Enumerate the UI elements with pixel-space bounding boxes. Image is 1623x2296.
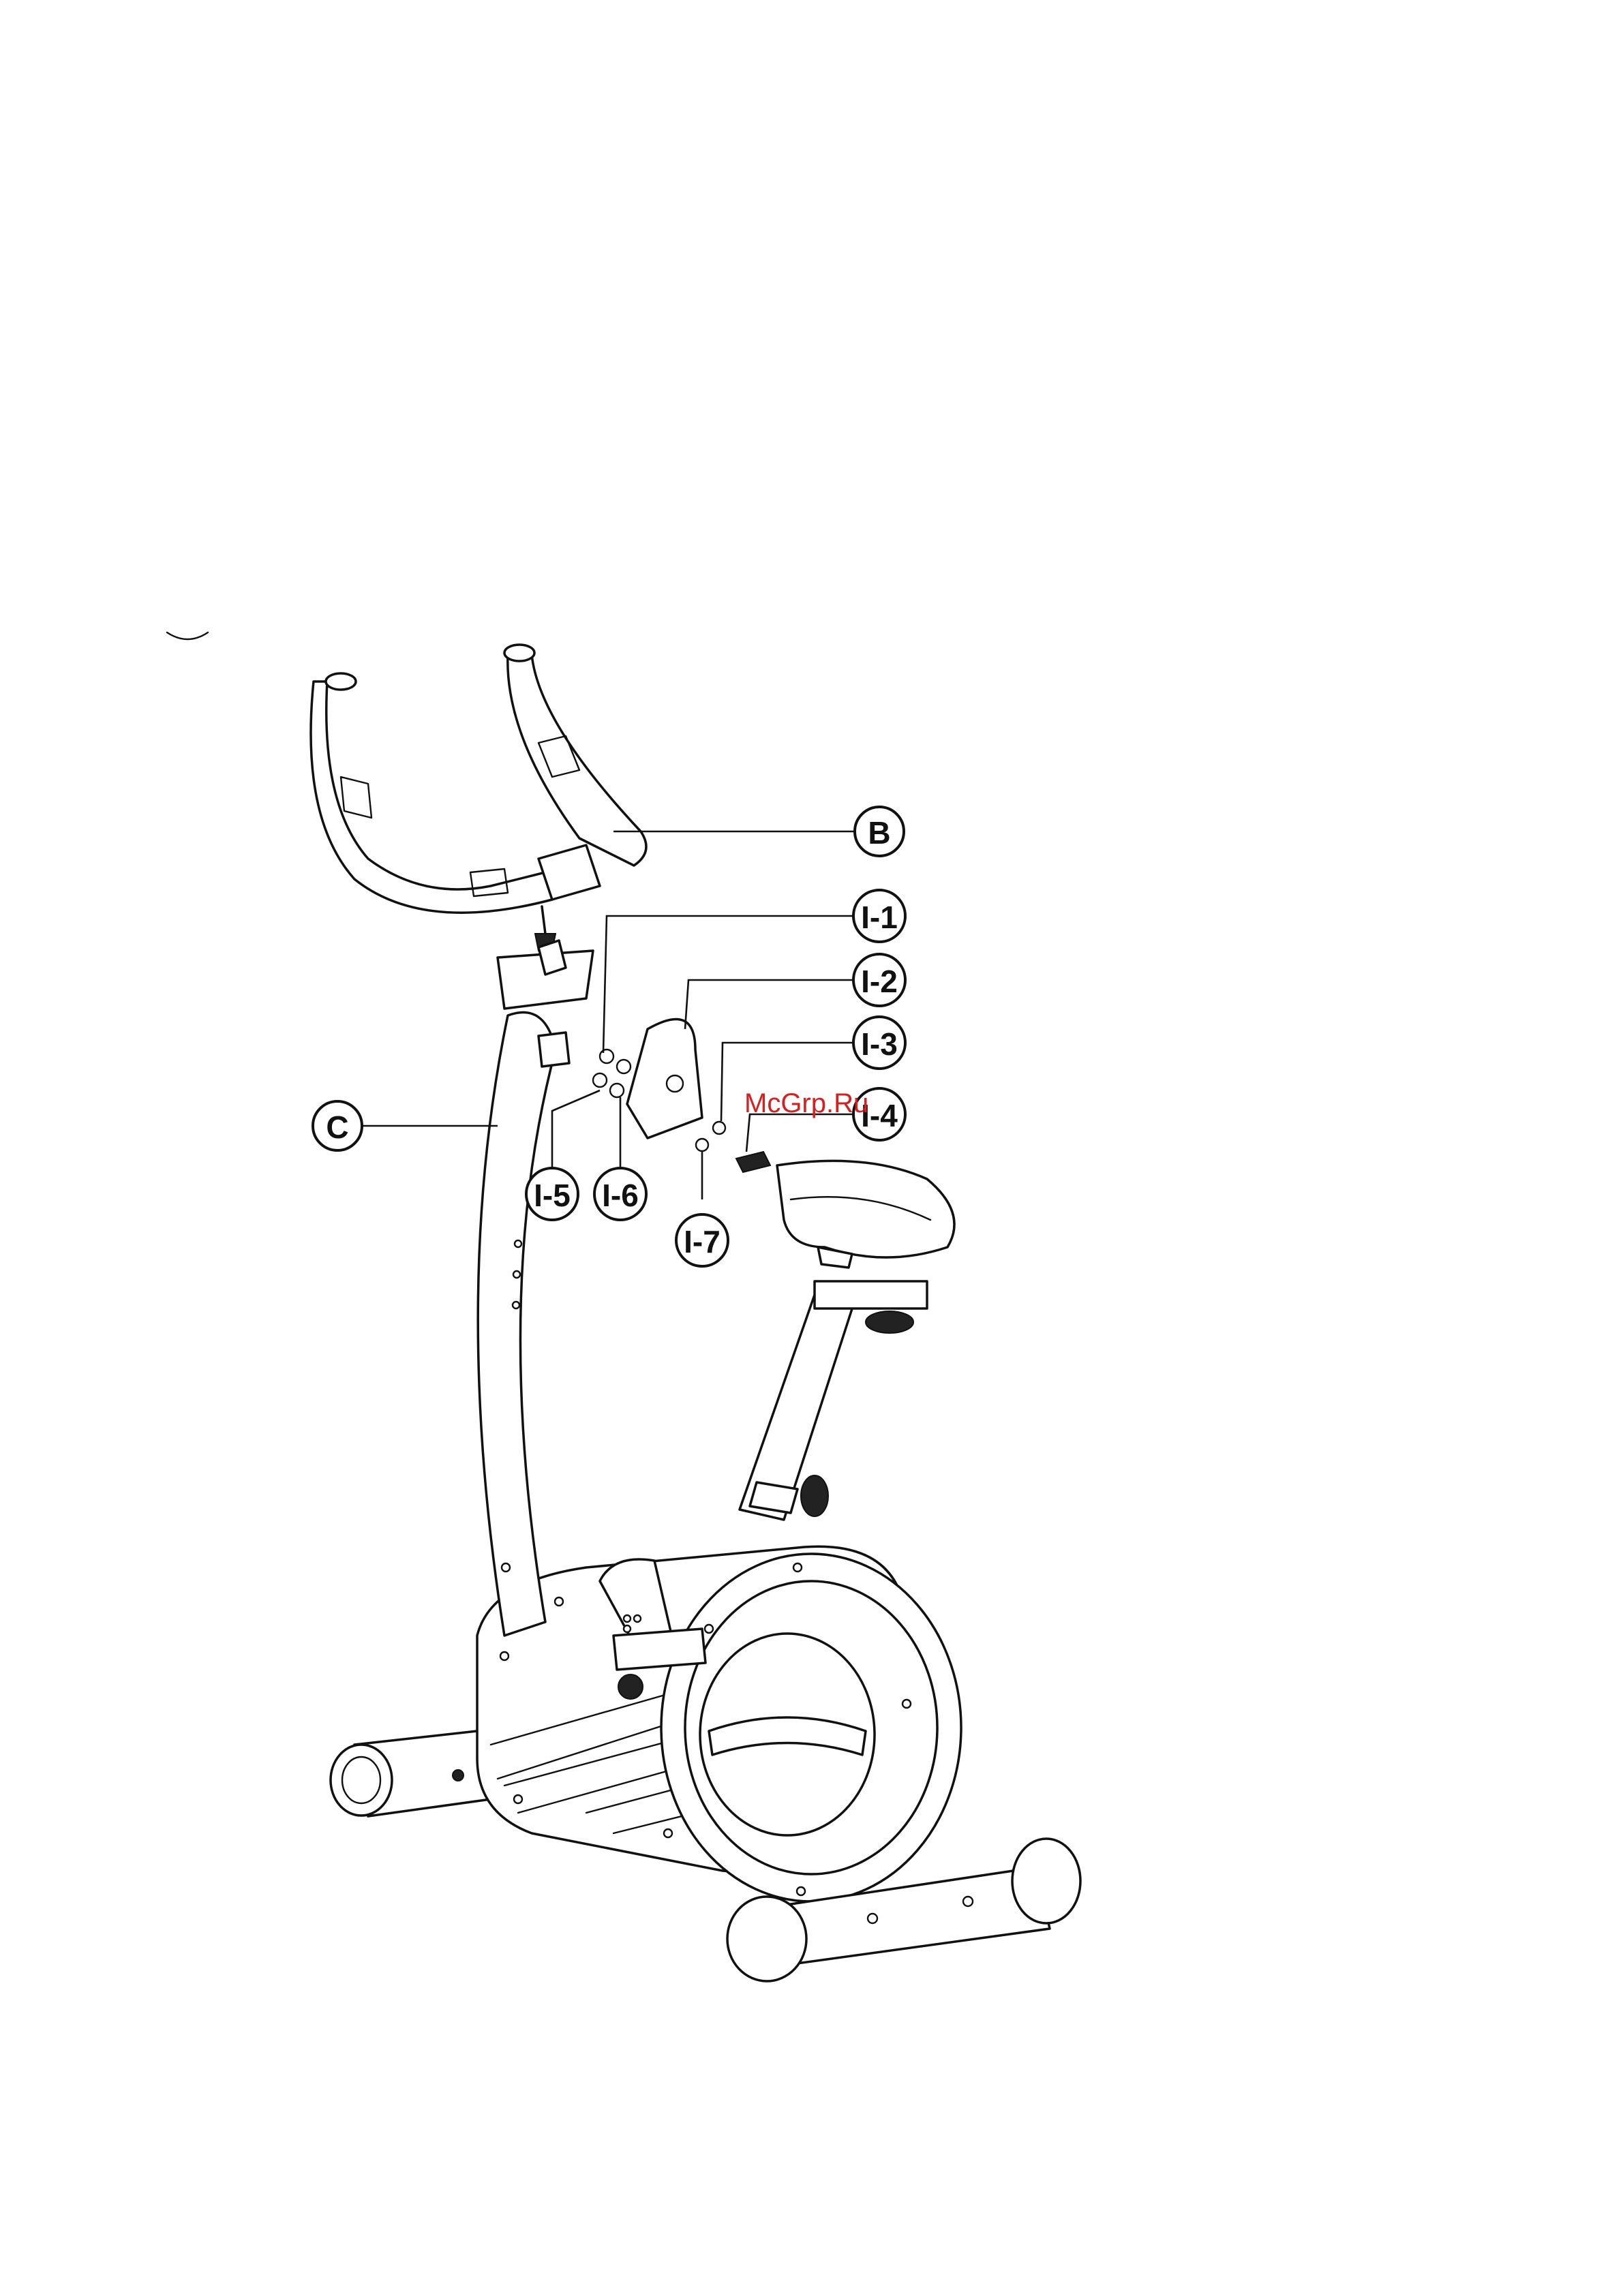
callout-i-3-label: I-3 <box>861 1026 898 1062</box>
callout-i-3: I-3 <box>853 1017 905 1069</box>
callout-i-5: I-5 <box>526 1168 578 1220</box>
watermark: McGrp.Ru <box>744 1088 868 1118</box>
callout-i-7-label: I-7 <box>684 1224 721 1259</box>
callout-c-label: C <box>326 1109 348 1145</box>
callout-i-6: I-6 <box>594 1168 646 1220</box>
handlebar-assembly <box>311 645 646 951</box>
callout-c: C <box>313 1101 362 1150</box>
callout-i-6-label: I-6 <box>602 1178 639 1213</box>
callout-b-label: B <box>868 815 890 851</box>
callout-i-2-label: I-2 <box>861 964 898 999</box>
callout-i-1: I-1 <box>853 890 905 942</box>
callout-i-2: I-2 <box>853 954 905 1006</box>
bike-body <box>331 1013 1080 1981</box>
callout-i-5-label: I-5 <box>534 1178 571 1213</box>
callout-i-1-label: I-1 <box>861 900 898 935</box>
callout-i-7: I-7 <box>676 1214 728 1266</box>
corner-mark <box>167 632 208 639</box>
callout-b: B <box>855 807 904 856</box>
